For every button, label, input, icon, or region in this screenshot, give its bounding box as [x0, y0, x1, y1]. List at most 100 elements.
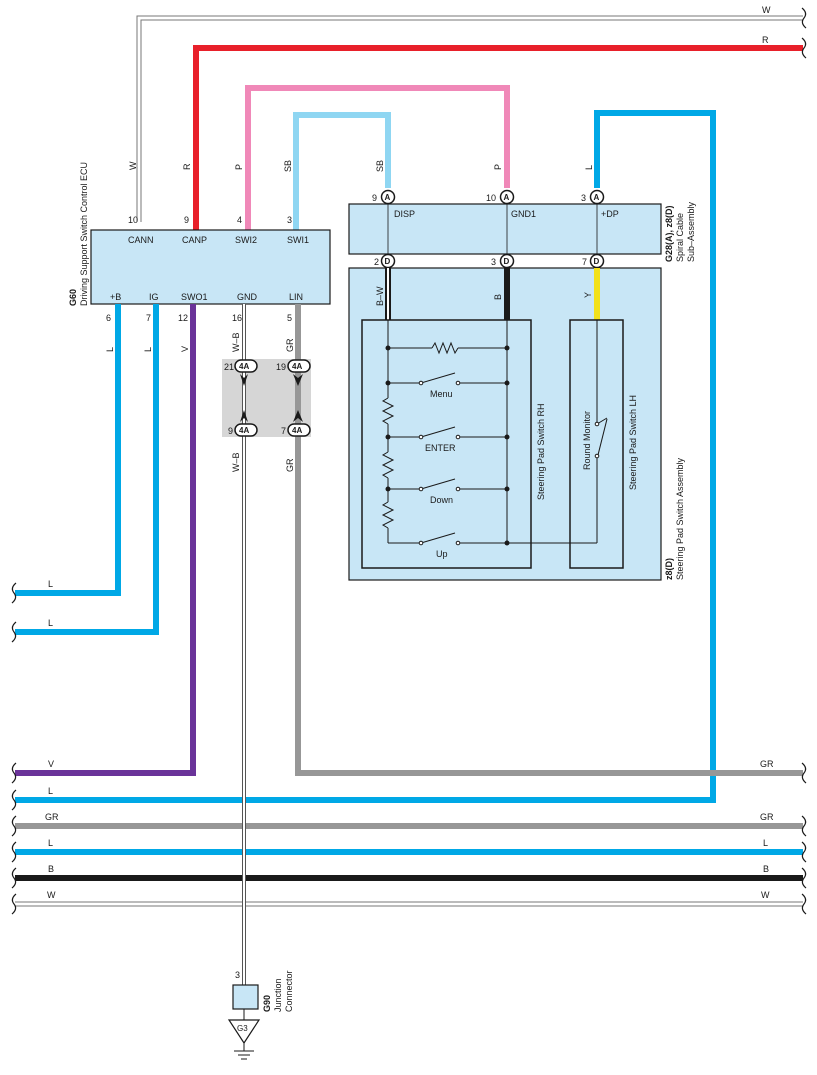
- junction-4a-conn-2: 4A: [292, 362, 302, 371]
- wire-label-r9: R: [182, 163, 192, 170]
- ecu-pin-label-ig: IG: [149, 292, 159, 302]
- switch-rh-circuit: [381, 320, 597, 544]
- steering-conn-d-7-letter: D: [594, 257, 600, 266]
- wire-l-right: [15, 110, 716, 803]
- junction-pin-num-9: 9: [228, 426, 233, 436]
- wire-label-bus-gr-left: GR: [45, 812, 59, 822]
- ecu-box: [90, 229, 331, 305]
- switch-rh-contacts: [418, 380, 461, 546]
- wire-label-w10: W: [128, 161, 138, 170]
- switch-label-down: Down: [430, 495, 453, 505]
- spiral-conn-a-gnd1-letter: A: [504, 193, 510, 202]
- ecu-code: G60: [68, 289, 78, 306]
- switch-label-up: Up: [436, 549, 448, 559]
- wire-label-l6: L: [105, 347, 115, 352]
- wire-label-bus-l2-left: L: [48, 838, 53, 848]
- wire-label-p10a: P: [493, 164, 503, 170]
- wire-label-bus-w-left: W: [47, 890, 56, 900]
- steering-assembly-code: z8(D): [664, 558, 674, 580]
- wire-label-y: Y: [583, 292, 593, 298]
- wire-label-bus-l: L: [48, 786, 53, 796]
- wire-l-ig: [15, 304, 159, 635]
- steering-conn-d-7: D: [589, 253, 605, 269]
- junction-pin-num-19: 19: [276, 362, 286, 372]
- junction-pin-num-21: 21: [224, 362, 234, 372]
- spiral-cable-box: [348, 203, 662, 255]
- wire-label-bus-gr-top: GR: [760, 759, 774, 769]
- ecu-pin-label-swi1: SWI1: [287, 235, 309, 245]
- ecu-pin-num-5: 5: [287, 313, 292, 323]
- steering-assembly-name: Steering Pad Switch Assembly: [675, 457, 685, 580]
- spiral-label-dp: +DP: [601, 209, 619, 219]
- switch-rh-dots: [385, 345, 510, 546]
- steering-pin-num-7: 7: [582, 257, 587, 267]
- steering-conn-d-3-letter: D: [504, 257, 510, 266]
- ecu-pin-num-16: 16: [232, 313, 242, 323]
- junction-4a-conn-1: 4A: [239, 362, 249, 371]
- ecu-pin-num-3: 3: [287, 215, 292, 225]
- wire-breaks-left: [11, 582, 17, 915]
- spiral-label-gnd1: GND1: [511, 209, 536, 219]
- wire-label-bus-l2-right: L: [763, 838, 768, 848]
- spiral-conn-a-dp-letter: A: [594, 193, 600, 202]
- junction-4a-pin-19: 4A: [287, 359, 311, 373]
- ecu-pin-num-10: 10: [128, 215, 138, 225]
- ground-icon: [234, 1043, 254, 1060]
- wire-w-top: [136, 15, 803, 222]
- wire-label-top-r: R: [762, 35, 769, 45]
- wire-label-bus-b-right: B: [763, 864, 769, 874]
- ecu-pin-label-cann: CANN: [128, 235, 154, 245]
- junction-pin-num-7: 7: [281, 426, 286, 436]
- g90-pin-num: 3: [235, 970, 240, 980]
- wire-label-bus-w-right: W: [761, 890, 770, 900]
- wire-label-wb16: W–B: [231, 332, 241, 352]
- junction-4a-conn-3: 4A: [239, 426, 249, 435]
- ecu-pin-num-12: 12: [178, 313, 188, 323]
- junction-4a-conn-4: 4A: [292, 426, 302, 435]
- switch-rh-box: [361, 319, 532, 569]
- ecu-pin-label-swo1: SWO1: [181, 292, 208, 302]
- wire-v-swo1: [15, 304, 196, 776]
- wire-label-l7: L: [143, 347, 153, 352]
- wire-label-top-w: W: [762, 5, 771, 15]
- junction-4a-pin-9: 4A: [234, 423, 258, 437]
- wire-r-top: [193, 45, 803, 232]
- wire-label-bus-b-left: B: [48, 864, 54, 874]
- spiral-conn-a-gnd1: A: [499, 189, 515, 205]
- junction-arrows: [240, 374, 303, 422]
- wire-label-bw: B–W: [375, 286, 385, 306]
- ground-triangle: [227, 1019, 261, 1045]
- switch-lh-name: Steering Pad Switch LH: [628, 395, 638, 490]
- ecu-pin-num-4: 4: [237, 215, 242, 225]
- switch-lh-contacts: [594, 421, 600, 459]
- wire-l-b: [15, 304, 121, 596]
- junction-4a-pin-7: 4A: [287, 423, 311, 437]
- wire-label-b: B: [493, 294, 503, 300]
- spiral-conn-a-dp: A: [589, 189, 605, 205]
- switch-label-enter: ENTER: [425, 443, 456, 453]
- wire-label-l3a: L: [584, 165, 594, 170]
- wire-label-sb3: SB: [283, 160, 293, 172]
- switch-label-menu: Menu: [430, 389, 453, 399]
- g90-name-2: Connector: [284, 970, 294, 1012]
- steering-conn-d-2: D: [380, 253, 396, 269]
- steering-conn-d-2-letter: D: [385, 257, 391, 266]
- wire-label-left-l2: L: [48, 618, 53, 628]
- wire-label-wb-lower: W–B: [231, 452, 241, 472]
- wire-label-p4: P: [234, 164, 244, 170]
- steering-pin-num-2: 2: [374, 257, 379, 267]
- g90-name-1: Junction: [273, 978, 283, 1012]
- spiral-name-1: Spiral Cable: [675, 213, 685, 262]
- ecu-pin-label-canp: CANP: [182, 235, 207, 245]
- spiral-code: G28(A), z8(D): [664, 205, 674, 262]
- wire-label-gr-lower: GR: [285, 458, 295, 472]
- junction-4a-pin-21: 4A: [234, 359, 258, 373]
- wire-label-bus-v: V: [48, 759, 54, 769]
- wire-label-sb9a: SB: [375, 160, 385, 172]
- wire-breaks-right: [801, 7, 807, 915]
- ecu-name: Driving Support Switch Control ECU: [79, 162, 89, 306]
- wire-label-v12: V: [180, 346, 190, 352]
- switch-label-round-monitor: Round Monitor: [582, 411, 592, 470]
- ecu-pin-label-b: +B: [110, 292, 121, 302]
